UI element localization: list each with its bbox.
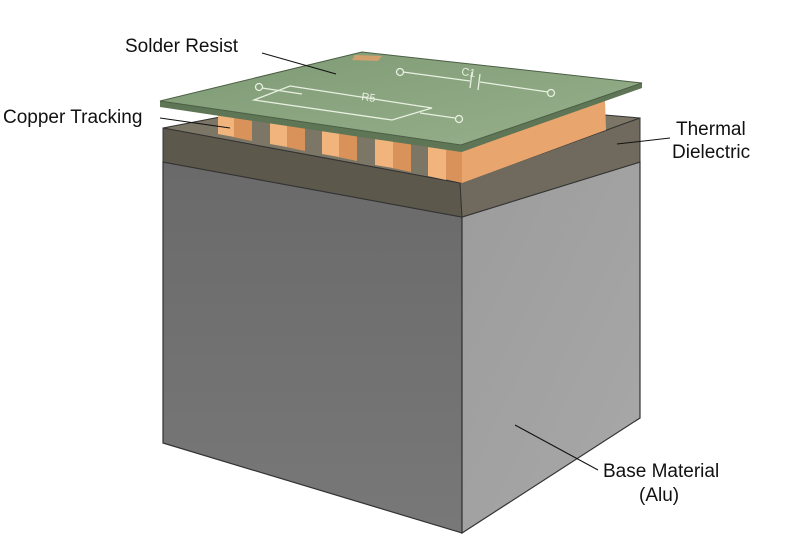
copper-track [392,137,411,172]
resistor-marking: R5 [361,91,377,105]
copper-track [428,145,446,180]
copper-tracking-leader [159,117,231,129]
thermal-dielectric-label-line1: Thermal [676,119,746,140]
trace-line [419,112,456,119]
pad-icon [546,88,556,98]
thermal-dielectric-leader [616,137,671,145]
solder-resist-leader [261,52,337,75]
pad-icon [395,67,405,77]
trace-line [402,71,471,82]
pcb-markings [251,67,556,124]
base-material-block [162,161,641,535]
dielectric-side [459,117,641,218]
capacitor-plate [477,73,481,91]
base-material-leader [514,424,599,471]
base-material-label-line1: Base Material [603,461,719,482]
base-material-label-line2: (Alu) [639,485,679,506]
pad-icon [454,114,464,124]
thermal-dielectric-label-line2: Dielectric [672,142,750,163]
capacitor-plate [469,71,473,89]
capacitor-marking: C1 [461,66,477,80]
copper-track [445,148,462,183]
copper-track-side [462,100,606,183]
solder-resist-top [159,51,643,146]
copper-track [338,128,357,161]
copper-hint [352,55,382,61]
trace-line [261,87,303,95]
solder-resist-layer: R5 C1 [159,51,643,152]
solder-resist-label: Solder Resist [125,36,239,57]
copper-tracking-label: Copper Tracking [3,107,142,128]
solder-resist-edge [160,83,642,152]
copper-track [375,134,393,168]
base-front-face [162,161,463,534]
pad-icon [254,82,264,92]
trace-line [479,81,549,93]
resistor-outline [251,85,433,121]
